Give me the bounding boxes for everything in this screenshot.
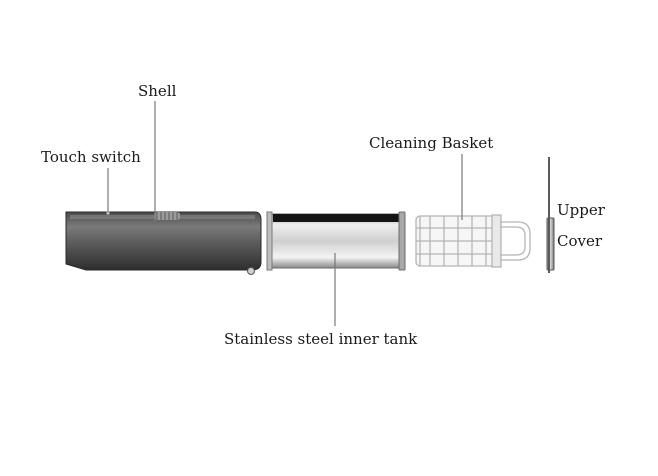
touch-switch-label: Touch switch [41,148,141,166]
shell-latch [247,267,255,275]
upper-cover [546,157,555,273]
upper-label: Upper [557,201,605,219]
cleaning-basket-label: Cleaning Basket [369,134,494,152]
shell-grip-texture [154,212,180,220]
cleaning-basket [415,214,531,268]
cover-label: Cover [557,232,603,250]
inner-tank [266,211,406,271]
shell-body [65,211,262,275]
shell-label: Shell [138,82,177,100]
inner-tank-label: Stainless steel inner tank [224,330,418,348]
